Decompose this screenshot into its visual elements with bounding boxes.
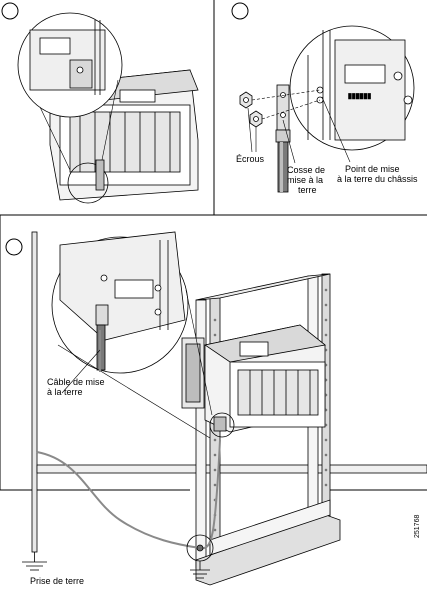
panel-3-rack xyxy=(195,273,341,586)
panel-2-leaders xyxy=(247,96,351,164)
label-lug-line2: mise à la xyxy=(287,175,323,185)
panel-3-ground-rod xyxy=(22,231,47,571)
cable-label-leader xyxy=(61,349,101,394)
figure-id: 251768 xyxy=(414,515,421,538)
label-lug-line3: terre xyxy=(298,185,317,195)
panel-1-magnifier xyxy=(17,12,123,204)
label-lug-line1: Cosse de xyxy=(287,165,325,175)
panel-3-router-chassis xyxy=(181,324,326,438)
panel-3-magnifier xyxy=(51,231,213,439)
panel-2-magnifier: ▮▮▮▮▮▮ xyxy=(289,25,415,151)
label-nuts: Écrous xyxy=(236,154,265,164)
label-chassis-point-line1: Point de mise xyxy=(345,164,400,174)
label-cable-line2: à la terre xyxy=(47,387,83,397)
panel-3-base-ground-point xyxy=(186,534,214,579)
label-ground-rod: Prise de terre xyxy=(30,576,84,586)
label-cable-line1: Câble de mise xyxy=(47,377,105,387)
panel-2-device-badge: ▮▮▮▮▮▮ xyxy=(348,93,371,100)
panel-2-alignment-lines xyxy=(251,89,321,120)
step-marker-3 xyxy=(5,238,23,256)
step-marker-2 xyxy=(231,2,249,20)
panel-3-grounding-cable xyxy=(36,330,221,550)
panel-2-nuts xyxy=(239,91,263,128)
step-marker-1 xyxy=(1,2,19,20)
panel-3-horizontal-rail xyxy=(36,464,427,474)
step-markers xyxy=(1,2,249,256)
panel-2-grounding-lug xyxy=(275,84,291,193)
label-chassis-point-line2: à la terre du châssis xyxy=(337,174,418,184)
